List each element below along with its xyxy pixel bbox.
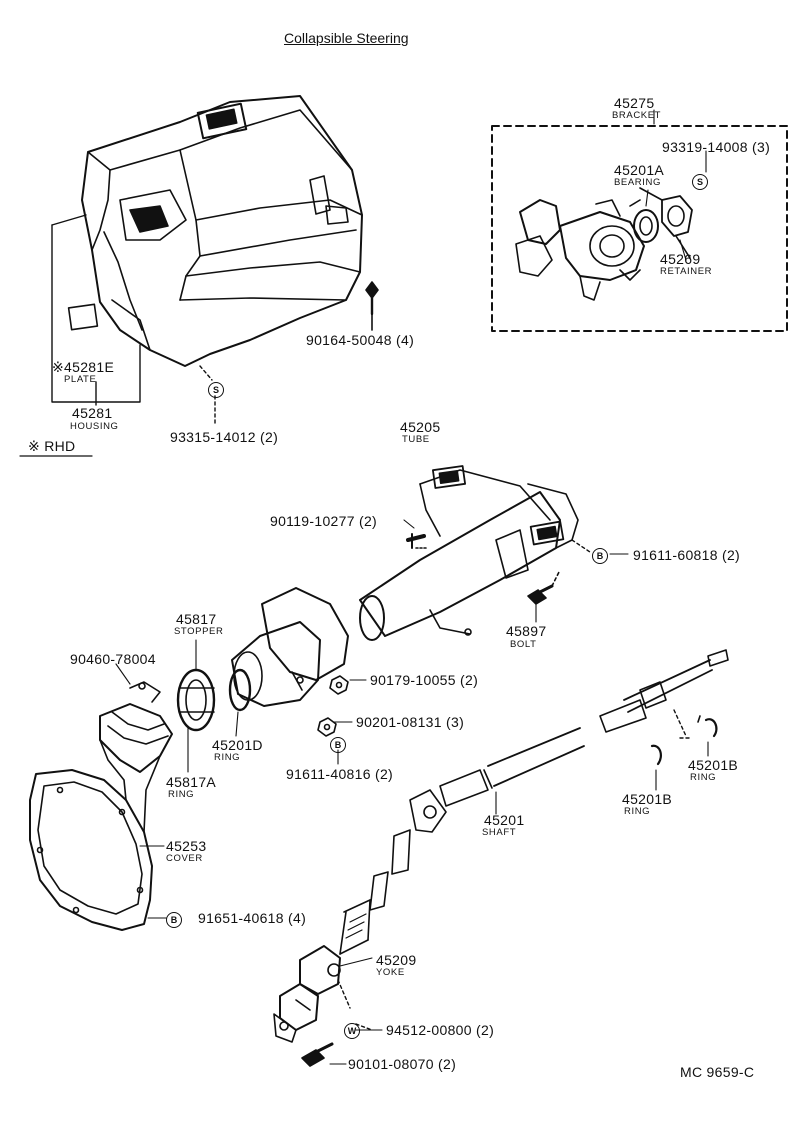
bracket-illustration [515,187,693,301]
part-number-bolt-91611-60818: 91611-60818 (2) [633,547,741,563]
screw-90164-illustration [365,281,379,331]
part-number-ring-45201b-left: 45201B [622,791,673,807]
symbol-b-91611-40816: B [330,736,346,753]
part-number-retainer: 45269 [660,251,701,267]
part-number-housing: 45281 [72,405,113,421]
part-number-nut-90201: 90201-08131 (3) [356,714,465,730]
ring-45201b-right-illustration [697,715,718,738]
nut-90179-illustration [329,675,349,695]
housing-illustration [67,95,363,367]
part-name-yoke: YOKE [376,967,405,978]
part-number-bracket: 45275 [614,95,655,111]
symbol-b-91651: B [166,911,182,928]
part-name-ring-45201b-left: RING [624,806,651,817]
part-number-bolt-91651: 91651-40618 (4) [198,910,307,926]
part-number-bolt-90119: 90119-10277 (2) [270,513,378,529]
part-number-cover: 45253 [166,838,207,854]
rhd-note: ※ RHD [28,438,76,454]
page-title: Collapsible Steering [284,30,409,46]
part-number-nut-90179: 90179-10055 (2) [370,672,479,688]
bolt-90101-illustration [301,1042,334,1067]
part-number-bolt-45897: 45897 [506,623,547,639]
part-number-plate: ※45281E [52,359,115,375]
ring-45201b-left-illustration [650,744,662,766]
part-number-tube: 45205 [400,419,441,435]
part-number-clip-90460: 90460-78004 [70,651,156,667]
leader-lines [115,109,709,1065]
stopper-ring-illustration [176,668,216,732]
part-name-bolt-45897: BOLT [510,639,537,650]
part-number-screw-90164: 90164-50048 (4) [306,332,415,348]
part-number-yoke: 45209 [376,952,417,968]
ring-45201d-illustration [228,668,252,712]
housing-leader-lines [19,214,141,457]
part-number-bolt-90101: 90101-08070 (2) [348,1056,457,1072]
part-number-bolt-91611-40816: 91611-40816 (2) [286,766,394,782]
part-name-shaft: SHAFT [482,827,517,838]
part-name-retainer: RETAINER [660,266,713,277]
symbol-w-94512: W [344,1022,360,1039]
part-number-ring-45201d: 45201D [212,737,263,753]
nut-90201-illustration [317,717,337,737]
part-number-screw-93319: 93319-14008 (3) [662,139,771,155]
cover-illustration [29,703,173,931]
part-number-screw-93315: 93315-14012 (2) [170,429,279,445]
symbol-s-bracket: S [692,173,708,190]
part-number-washer-94512: 94512-00800 (2) [386,1022,495,1038]
yoke-illustration [273,945,341,1043]
part-number-bearing: 45201A [614,162,665,178]
part-name-cover: COVER [166,853,203,864]
part-name-ring-45201d: RING [214,752,241,763]
part-name-ring-45201b-right: RING [690,772,717,783]
part-number-shaft: 45201 [484,812,525,828]
diagram-code: MC 9659-C [680,1064,755,1080]
bolt-45897-illustration [527,569,561,605]
part-number-ring-45201b-right: 45201B [688,757,739,773]
part-name-ring-45817a: RING [168,789,195,800]
part-number-ring-45817a: 45817A [166,774,217,790]
part-number-stopper: 45817 [176,611,217,627]
part-name-stopper: STOPPER [174,626,224,637]
bolt-90119-illustration [406,533,429,549]
symbol-b-91611-60818: B [592,547,608,564]
part-name-tube: TUBE [402,434,430,445]
bracket-assembly-box [491,125,788,332]
part-name-plate: PLATE [64,374,97,385]
part-name-bearing: BEARING [614,177,661,188]
clip-90460-illustration [129,681,161,703]
symbol-s-housing: S [208,381,224,398]
shaft-illustration [339,649,729,955]
part-name-bracket: BRACKET [612,110,662,121]
tube-illustration [359,465,579,641]
part-name-housing: HOUSING [70,421,119,432]
